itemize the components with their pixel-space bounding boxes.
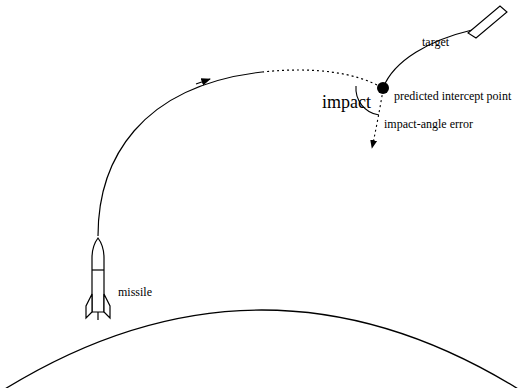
target-label: target <box>422 36 449 48</box>
missile-symbol <box>86 238 110 320</box>
impact-point <box>377 82 389 94</box>
target-symbol <box>468 6 507 38</box>
direction-arrow <box>196 79 210 84</box>
missile-label: missile <box>118 286 152 298</box>
target-velocity <box>372 90 383 148</box>
target-trajectory <box>383 30 472 88</box>
missile-trajectory <box>98 72 262 236</box>
angle-error-label: impact-angle error <box>384 118 473 130</box>
intercept-point-label: predicted intercept point <box>394 90 511 102</box>
predicted-path <box>262 70 383 88</box>
impact-label: impact <box>322 93 371 111</box>
earth-surface <box>0 310 523 388</box>
